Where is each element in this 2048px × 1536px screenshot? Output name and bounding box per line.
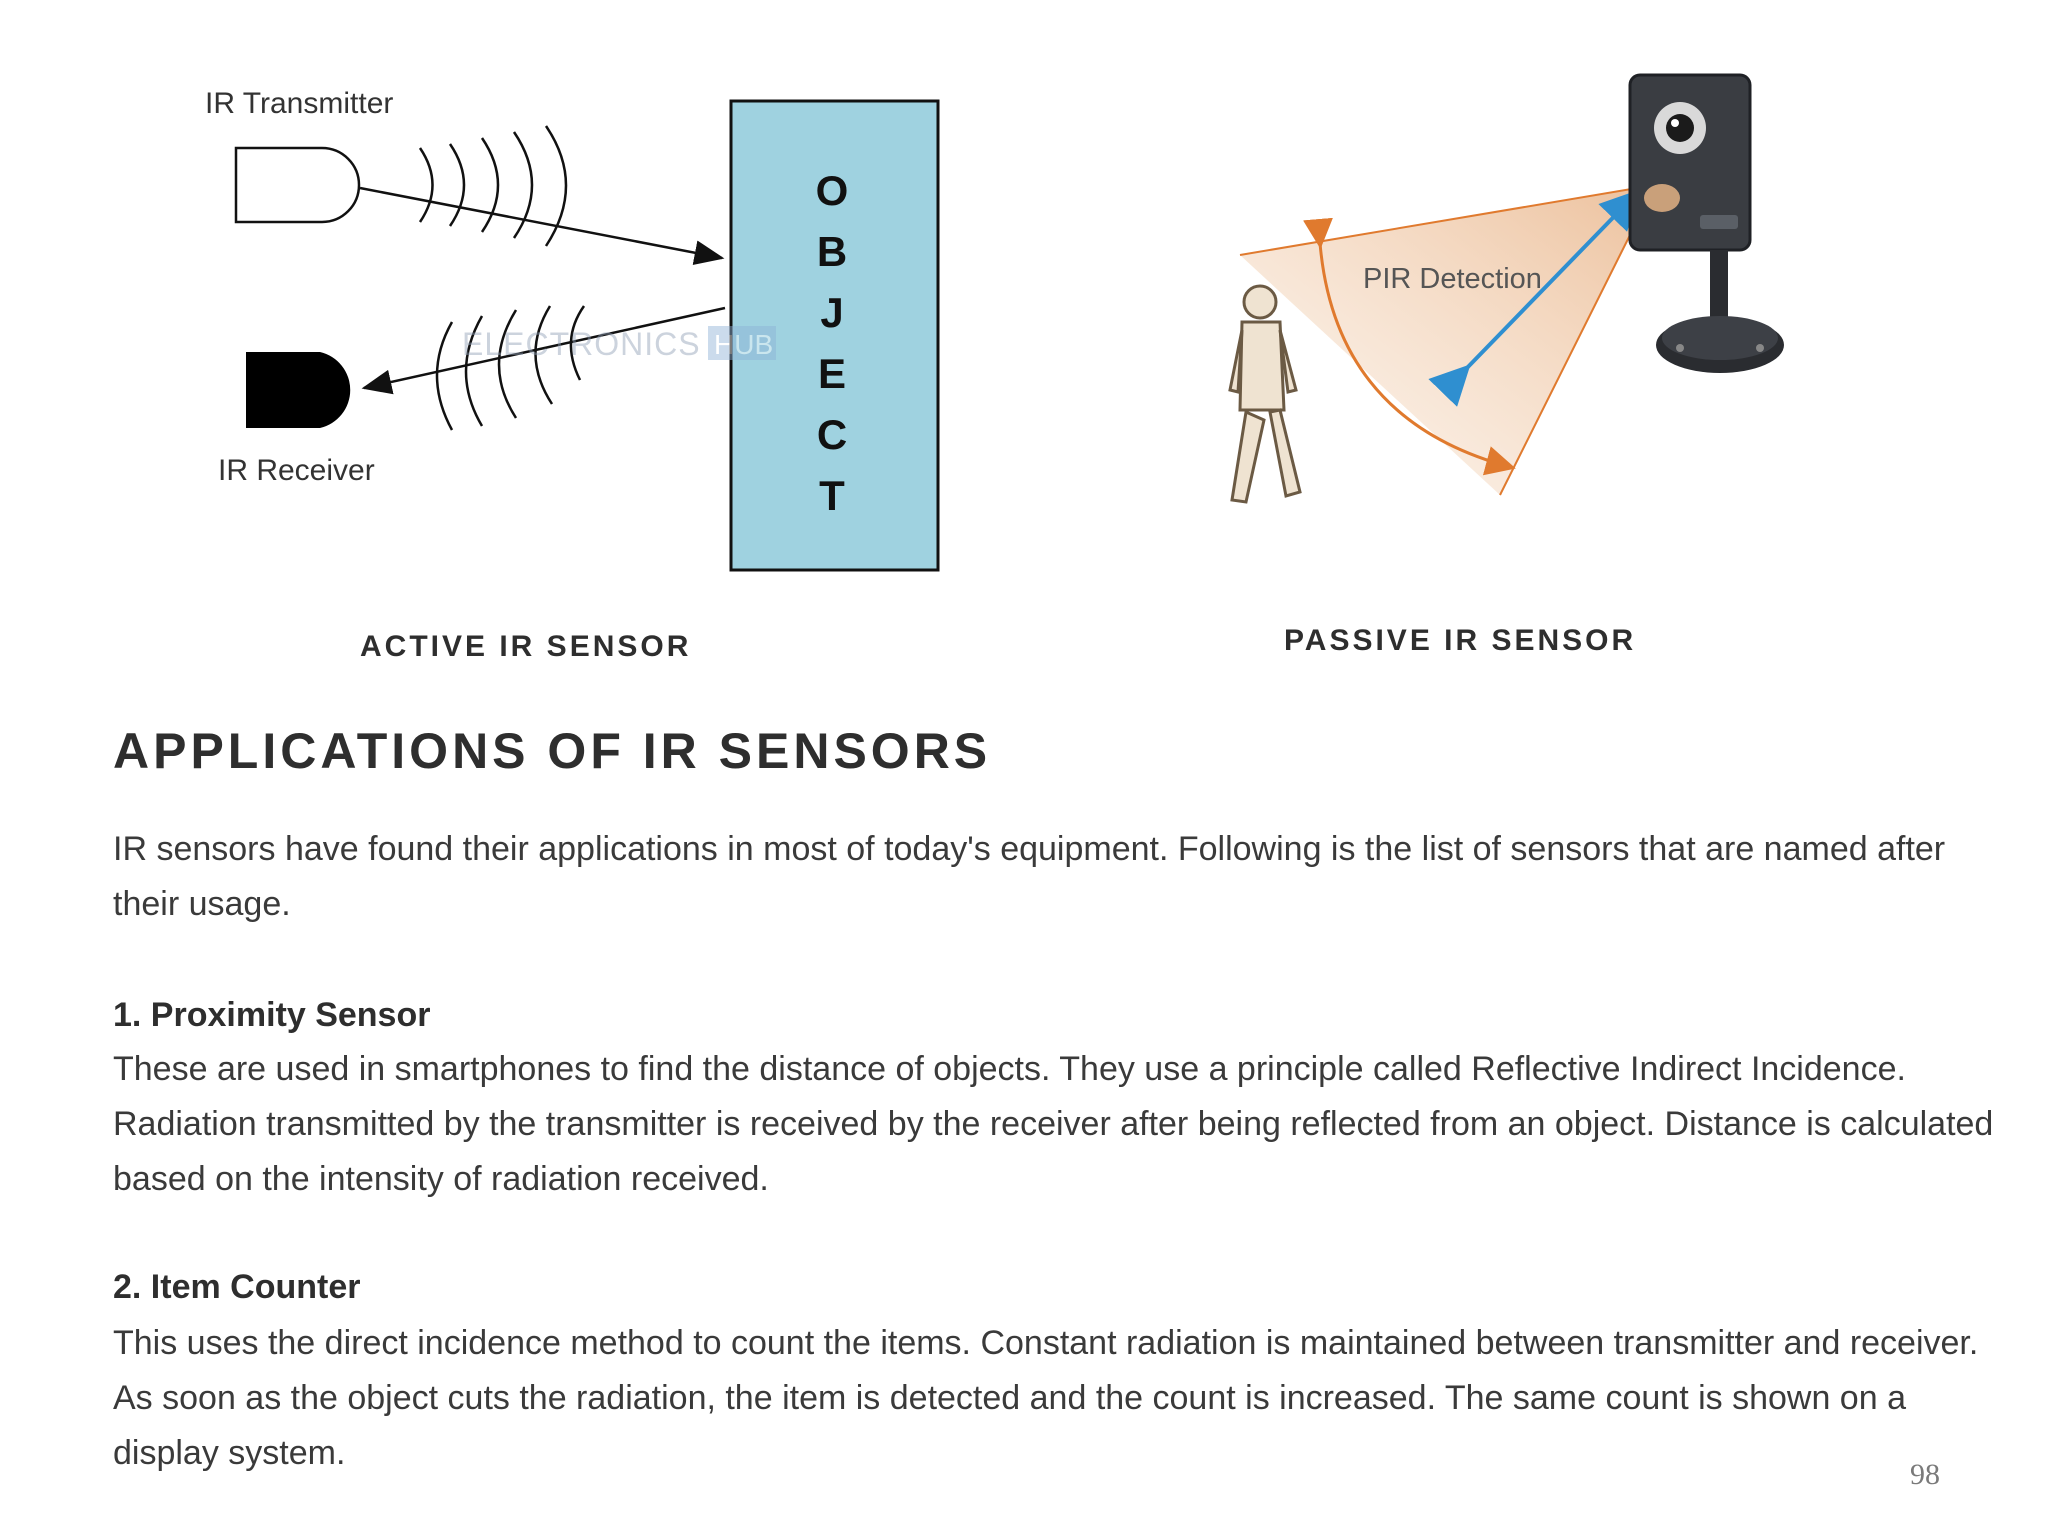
object-letter: E [818,350,846,397]
item-body-item-counter: This uses the direct incidence method to… [113,1324,1979,1472]
pir-camera-icon [1628,73,1784,373]
detection-range-arrow [1428,189,1641,407]
page-number: 98 [1910,1458,1940,1491]
section-heading: APPLICATIONS OF IR SENSORS [113,723,992,779]
passive-ir-sensor-diagram: PIR Detection [1228,73,1784,504]
item-title-proximity-sensor: 1. Proximity Sensor [113,996,431,1034]
svg-text:ELECTRONICS: ELECTRONICS [462,326,701,362]
object-letter: O [816,167,849,214]
active-ir-caption: ACTIVE IR SENSOR [360,630,692,663]
transmitted-beam-arrow [359,186,725,266]
item-body-proximity-sensor: These are used in smartphones to find th… [113,1050,1994,1198]
person-icon [1228,284,1302,504]
intro-paragraph: IR sensors have found their applications… [113,830,1946,923]
ir-transmitter-icon [234,146,361,224]
electronics-hub-watermark: ELECTRONICS HUB [462,326,776,362]
active-ir-sensor-diagram: IR Transmitter IR Receiver ELECTRONICS H… [205,87,940,572]
item-title-item-counter: 2. Item Counter [113,1268,361,1306]
ir-receiver-label: IR Receiver [218,454,375,487]
pir-detection-label: PIR Detection [1363,263,1542,295]
detection-arc [1303,217,1516,476]
object-letter: B [817,228,847,275]
object-letter: J [820,289,843,336]
object-box [729,99,940,572]
ir-transmitter-label: IR Transmitter [205,87,393,120]
object-letter: C [817,411,847,458]
pir-detection-cone [1240,185,1655,495]
ir-receiver-icon [246,352,351,428]
reflected-beam-arrow [361,306,726,395]
object-letter: T [819,472,845,519]
object-letters: O B J E C T [816,167,849,519]
passive-ir-caption: PASSIVE IR SENSOR [1284,624,1637,657]
svg-text:HUB: HUB [714,329,773,360]
transmitted-waves-icon [418,125,568,247]
